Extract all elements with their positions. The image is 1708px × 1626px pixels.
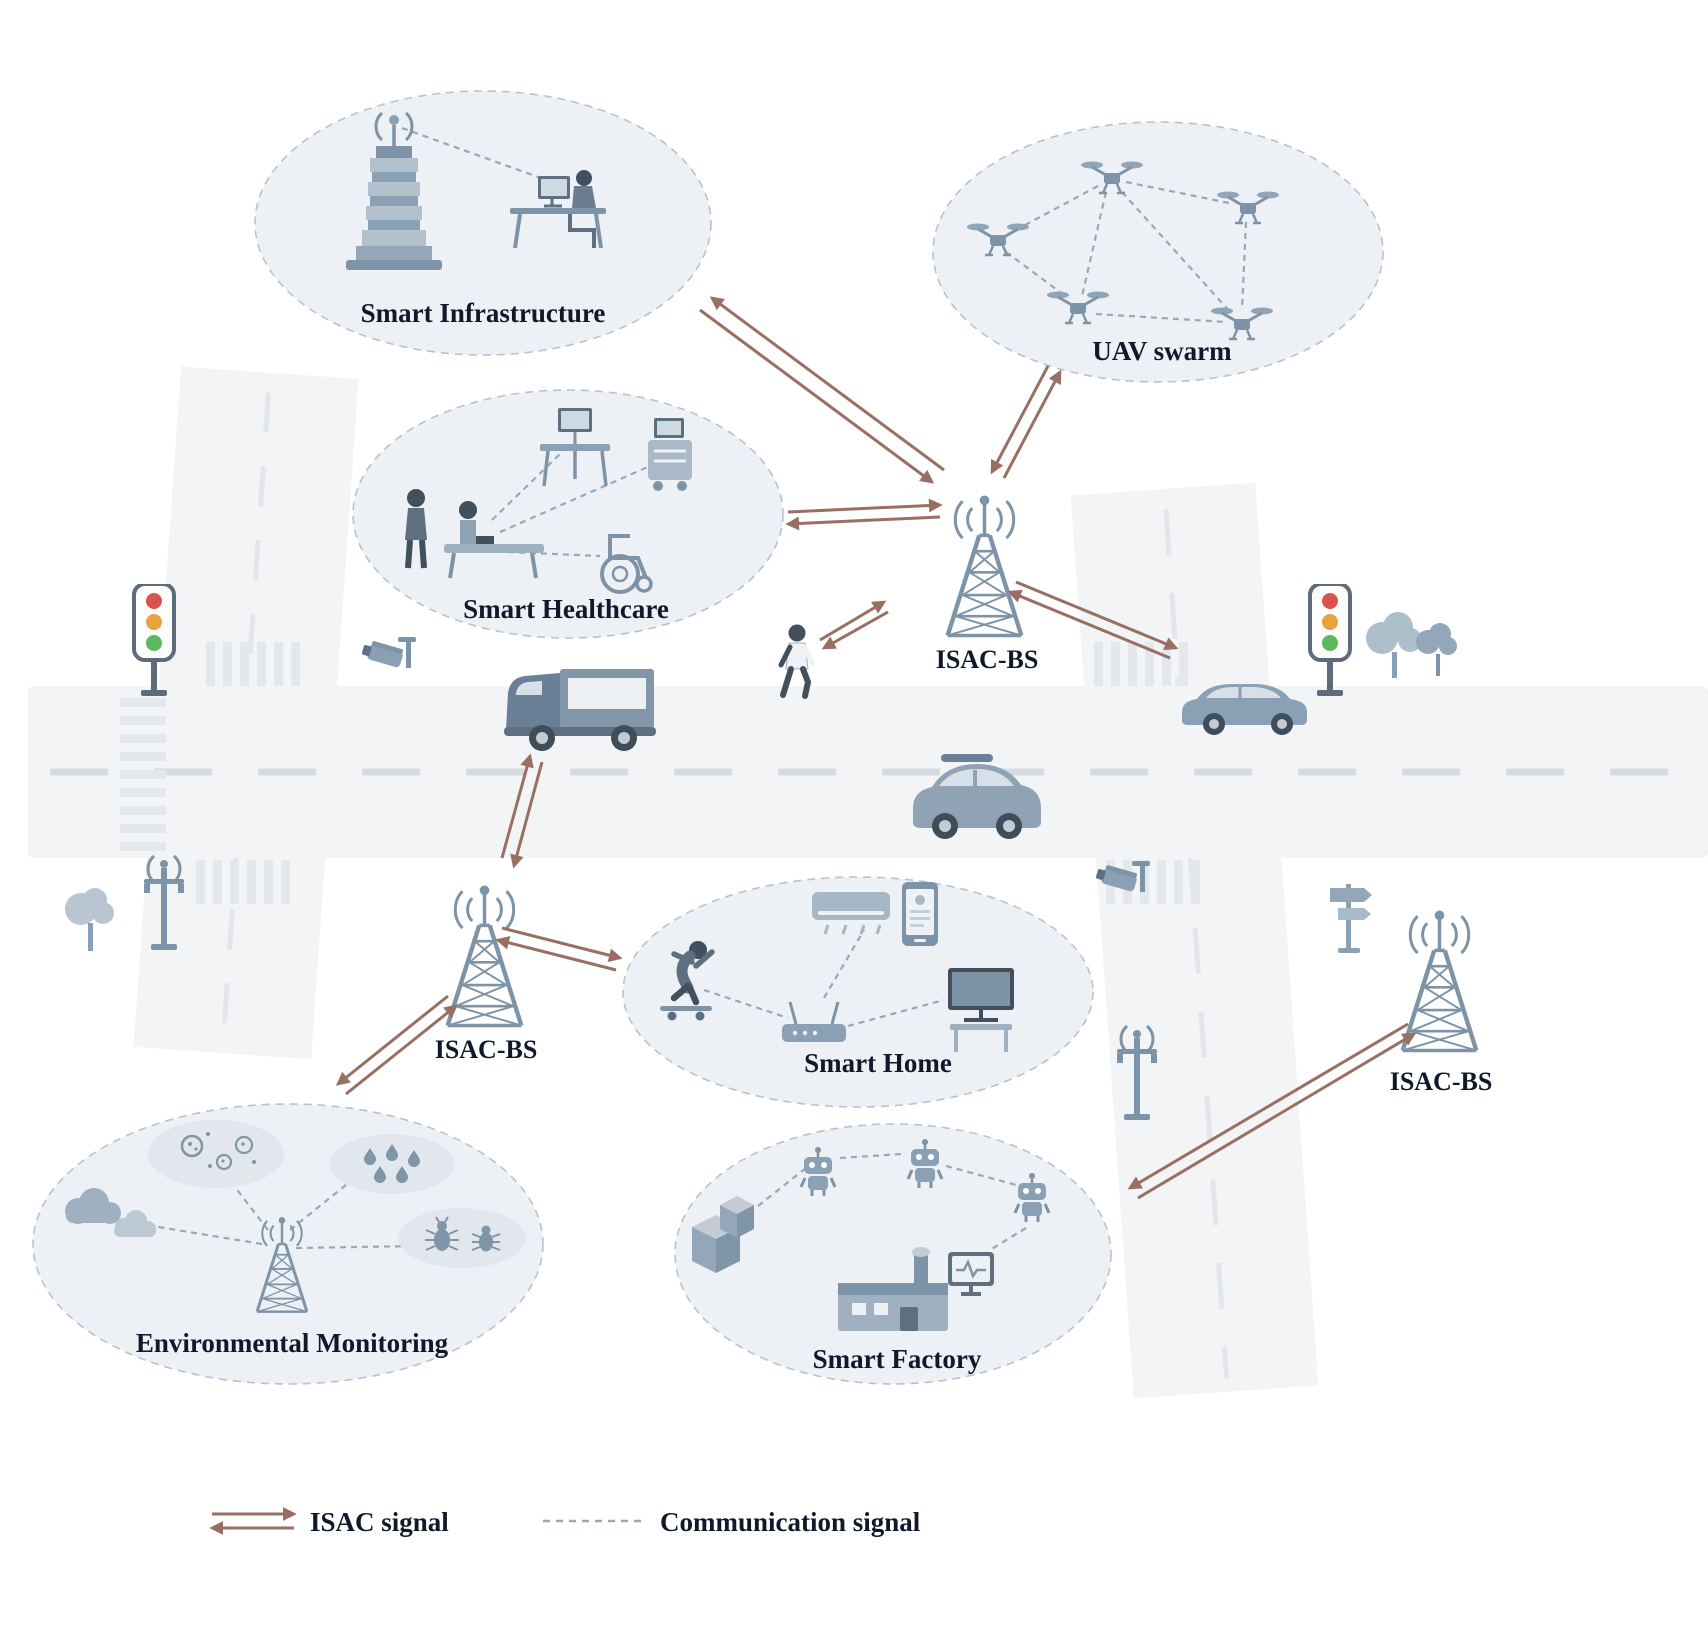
isac-bs-center: ISAC-BS (936, 495, 1039, 674)
tree-icon (1366, 612, 1457, 678)
medical-cart-icon (648, 418, 692, 491)
person-at-desk-icon (510, 170, 606, 249)
cluster-smart-healthcare: Smart Healthcare (352, 389, 784, 639)
wifi-router-icon (782, 1001, 846, 1042)
cluster-ellipse-smart-infrastructure (254, 90, 712, 356)
cluster-ellipse-smart-home (622, 876, 1094, 1108)
isac-signal-arrows (335, 296, 1417, 1200)
legend-isac-signal-label: ISAC signal (310, 1507, 449, 1537)
crosswalk-left-side (120, 698, 166, 851)
base-station-tower-icon (448, 885, 522, 1025)
sedan-car-icon (1182, 684, 1307, 735)
building-antenna-icon (346, 111, 442, 270)
delivery-truck-icon (504, 669, 656, 751)
traffic-light-icon (1308, 584, 1352, 698)
dashboard-monitor-icon (948, 1252, 994, 1296)
bs-label-center: ISAC-BS (936, 645, 1039, 674)
cluster-smart-factory: Smart Factory (674, 1123, 1112, 1385)
cluster-label-smart-home: Smart Home (804, 1048, 952, 1078)
warehouse-boxes-icon (692, 1196, 754, 1273)
air-conditioner-icon (812, 892, 890, 935)
legend-communication-signal-label: Communication signal (660, 1507, 921, 1537)
communication-line (823, 929, 865, 999)
surveillance-camera-icon (362, 637, 416, 669)
uav-communication-links (1005, 180, 1248, 324)
raindrops-icon (330, 1134, 454, 1194)
bacteria-icon (148, 1120, 284, 1188)
isac-bs-right: ISAC-BS (1390, 910, 1493, 1096)
cluster-environmental-monitoring: Environmental Monitoring (32, 1103, 544, 1385)
person-skateboard-icon (660, 941, 715, 1021)
wheelchair-icon (600, 534, 653, 594)
crosswalk-left-bottom (196, 860, 290, 904)
base-station-tower-icon (948, 495, 1022, 635)
communication-line (491, 453, 561, 521)
cluster-smart-infrastructure: Smart Infrastructure (254, 90, 712, 356)
legend: ISAC signal Communication signal (209, 1507, 921, 1537)
communication-line (703, 988, 789, 1020)
bs-label-left: ISAC-BS (435, 1035, 538, 1064)
medical-monitor-icon (540, 408, 610, 487)
hospital-bed-icon (405, 489, 544, 579)
communication-line (499, 464, 651, 534)
pedestrian-icon (778, 624, 815, 699)
crosswalk-left-top (206, 642, 300, 686)
bs-label-right: ISAC-BS (1390, 1067, 1493, 1096)
factory-icon (838, 1247, 948, 1331)
crosswalk-right-top (1094, 642, 1188, 686)
cluster-label-environmental-monitoring: Environmental Monitoring (136, 1328, 449, 1358)
communication-line (989, 1227, 1027, 1251)
isac-signal-legend-symbol (209, 1507, 297, 1535)
cluster-ellipse-smart-factory (674, 1123, 1112, 1385)
road-sign-icon (1330, 884, 1372, 953)
cluster-label-uav-swarm: UAV swarm (1092, 336, 1232, 366)
communication-line (401, 126, 553, 184)
cluster-ellipse-uav-swarm (932, 121, 1384, 383)
communication-line (295, 1244, 417, 1250)
isac-bs-left: ISAC-BS (435, 885, 538, 1064)
cloud-icon (65, 1188, 156, 1237)
suv-car-icon (913, 754, 1041, 839)
tree-icon (65, 888, 114, 951)
cluster-label-smart-healthcare: Smart Healthcare (463, 594, 669, 624)
cluster-uav-swarm: UAV swarm (932, 121, 1384, 383)
television-icon (948, 968, 1014, 1052)
communication-line (847, 998, 945, 1028)
cluster-label-smart-factory: Smart Factory (813, 1344, 982, 1374)
base-station-tower-icon (1403, 910, 1477, 1050)
smartphone-icon (902, 882, 938, 946)
communication-line (151, 1224, 263, 1246)
communication-line (945, 1164, 1021, 1188)
cluster-label-smart-infrastructure: Smart Infrastructure (361, 298, 606, 328)
cluster-smart-home: Smart Home (622, 876, 1094, 1108)
insects-icon (398, 1208, 526, 1268)
